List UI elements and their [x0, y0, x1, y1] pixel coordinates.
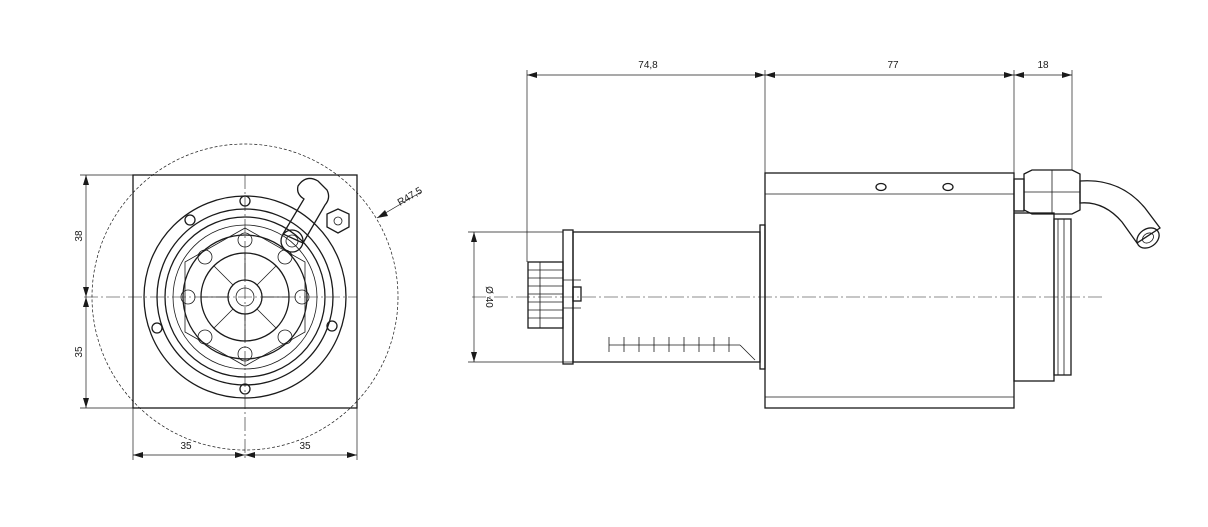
shank-key-slot — [572, 286, 582, 302]
dim-label-35-vertical: 35 — [74, 346, 85, 358]
shank-serration — [608, 337, 756, 361]
housing-hole — [942, 182, 954, 192]
dim-label-77: 77 — [887, 60, 899, 71]
coolant-fitting — [280, 177, 350, 253]
mounting-hole — [184, 214, 196, 226]
radius-label: R47,5 — [396, 185, 425, 208]
dimension-horizontal — [132, 408, 358, 460]
dimension-lengths — [526, 70, 1073, 262]
front-view: 38 35 35 35 R47,5 — [74, 143, 425, 460]
radius-leader — [376, 191, 422, 219]
dim-label-74-8: 74,8 — [638, 60, 658, 71]
housing-hole — [875, 182, 887, 192]
drive-gear — [527, 261, 564, 329]
dimension-vertical — [80, 174, 133, 409]
diameter-label: Ø 40 — [483, 286, 494, 308]
mounting-hole — [151, 322, 163, 334]
dim-label-18: 18 — [1037, 60, 1049, 71]
dim-label-38: 38 — [74, 230, 85, 242]
mounting-hole — [326, 320, 338, 332]
dim-label-35-left: 35 — [180, 441, 192, 452]
coolant-connector — [1013, 169, 1161, 249]
side-view: 74,8 77 18 Ø 40 — [468, 60, 1161, 409]
dim-label-35-right: 35 — [299, 441, 311, 452]
hex-nut — [184, 227, 306, 367]
main-housing — [764, 172, 1015, 409]
dimension-diameter — [468, 231, 573, 363]
